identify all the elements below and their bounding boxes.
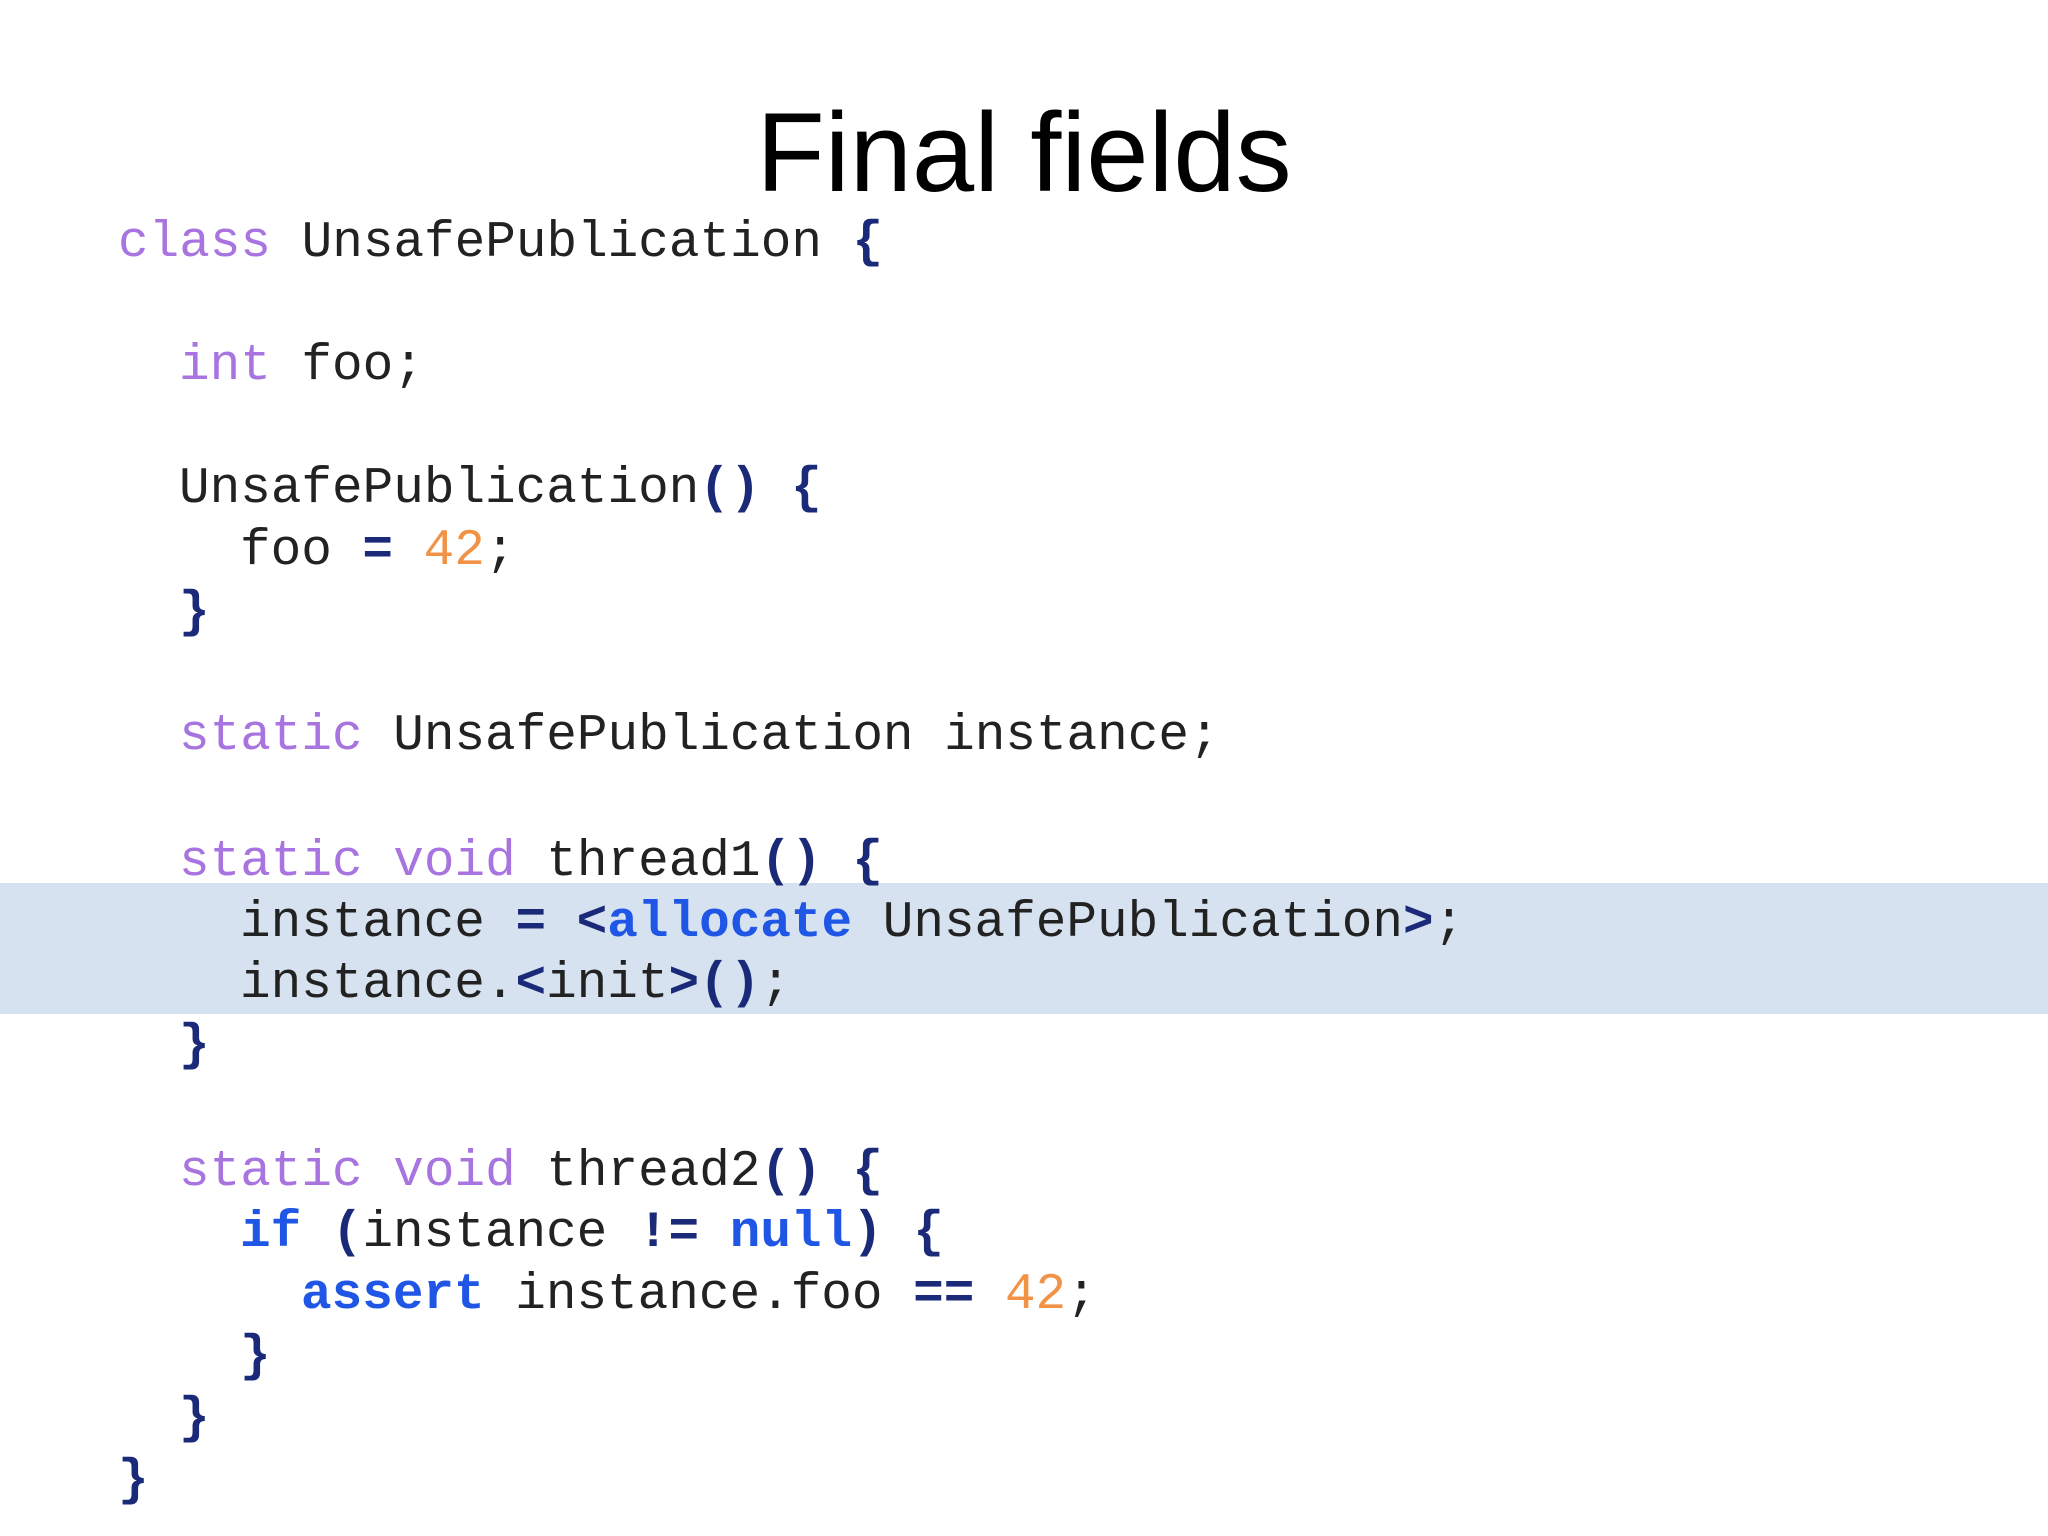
number-literal: 42 (1004, 1267, 1067, 1324)
keyword-class: class (118, 215, 272, 272)
keyword-static: static (179, 1144, 363, 1201)
not-equal-operator: != (637, 1205, 700, 1262)
semicolon: ; (1433, 895, 1465, 952)
allocated-type: UnsafePublication (852, 895, 1404, 952)
code-line-assign-foo: foo = 42; (240, 522, 515, 582)
lhs-foo: foo (240, 523, 363, 580)
code-line-init: instance.<init>(); (240, 955, 791, 1015)
keyword-void: void (393, 834, 516, 891)
open-brace: { (791, 461, 822, 518)
keyword-static: static (179, 708, 363, 765)
close-brace: } (179, 585, 210, 642)
keyword-static: static (179, 834, 363, 891)
condition-operand: instance (362, 1205, 638, 1262)
angle-close: > (668, 956, 700, 1013)
code-line-assert: assert instance.foo == 42; (301, 1266, 1097, 1326)
code-line-field-foo: int foo; (179, 337, 424, 397)
keyword-assert: assert (301, 1267, 485, 1324)
parens: () (760, 1144, 822, 1201)
code-line-constructor: UnsafePublication() { (179, 460, 822, 520)
angle-close: > (1403, 895, 1434, 952)
static-field-declaration: UnsafePublication instance; (362, 708, 1220, 765)
code-line-thread1-signature: static void thread1() { (179, 833, 883, 893)
instance-receiver: instance. (240, 956, 516, 1013)
code-line-class-declaration: class UnsafePublication { (118, 214, 883, 274)
semicolon: ; (1066, 1267, 1097, 1324)
code-line-close-brace: } (179, 1390, 210, 1450)
code-line-if-null-check: if (instance != null) { (240, 1204, 944, 1264)
assert-expression: instance.foo (484, 1267, 914, 1324)
open-brace: { (913, 1205, 944, 1262)
code-line-thread2-signature: static void thread2() { (179, 1143, 883, 1203)
close-brace: } (240, 1329, 271, 1386)
angle-open: < (515, 956, 547, 1013)
close-brace: } (179, 1391, 210, 1448)
init-name: init (546, 956, 669, 1013)
method-name-thread2: thread2 (515, 1144, 761, 1201)
code-line-close-brace: } (240, 1328, 271, 1388)
paren-open: ( (331, 1205, 363, 1262)
keyword-allocate: allocate (607, 895, 853, 952)
open-brace: { (852, 215, 884, 272)
parens: () (760, 834, 822, 891)
constructor-name: UnsafePublication (179, 461, 700, 518)
code-line-close-brace: } (118, 1452, 149, 1512)
code-line-close-brace: } (179, 584, 210, 644)
code-line-static-instance: static UnsafePublication instance; (179, 707, 1220, 767)
paren-close: ) (852, 1205, 883, 1262)
parens: () (699, 461, 761, 518)
number-literal: 42 (423, 523, 485, 580)
class-name: UnsafePublication (271, 215, 853, 272)
parens: () (699, 956, 761, 1013)
code-line-allocate: instance = <allocate UnsafePublication>; (240, 894, 1464, 954)
angle-open: < (576, 895, 608, 952)
keyword-if: if (240, 1205, 302, 1262)
slide-title: Final fields (756, 90, 1292, 215)
keyword-int: int (179, 338, 271, 395)
lhs-instance: instance (240, 895, 516, 952)
keyword-void: void (393, 1144, 516, 1201)
semicolon: ; (484, 523, 516, 580)
code-line-close-brace: } (179, 1017, 210, 1077)
equality-operator: == (913, 1267, 975, 1324)
highlighted-lines-band (0, 883, 2048, 1014)
keyword-null: null (729, 1205, 853, 1262)
close-brace: } (179, 1018, 210, 1075)
assign-operator: = (515, 895, 547, 952)
semicolon: ; (760, 956, 791, 1013)
field-foo: foo; (270, 338, 424, 395)
assign-operator: = (362, 523, 394, 580)
open-brace: { (852, 834, 883, 891)
close-brace: } (118, 1453, 149, 1510)
open-brace: { (852, 1144, 883, 1201)
method-name-thread1: thread1 (515, 834, 761, 891)
